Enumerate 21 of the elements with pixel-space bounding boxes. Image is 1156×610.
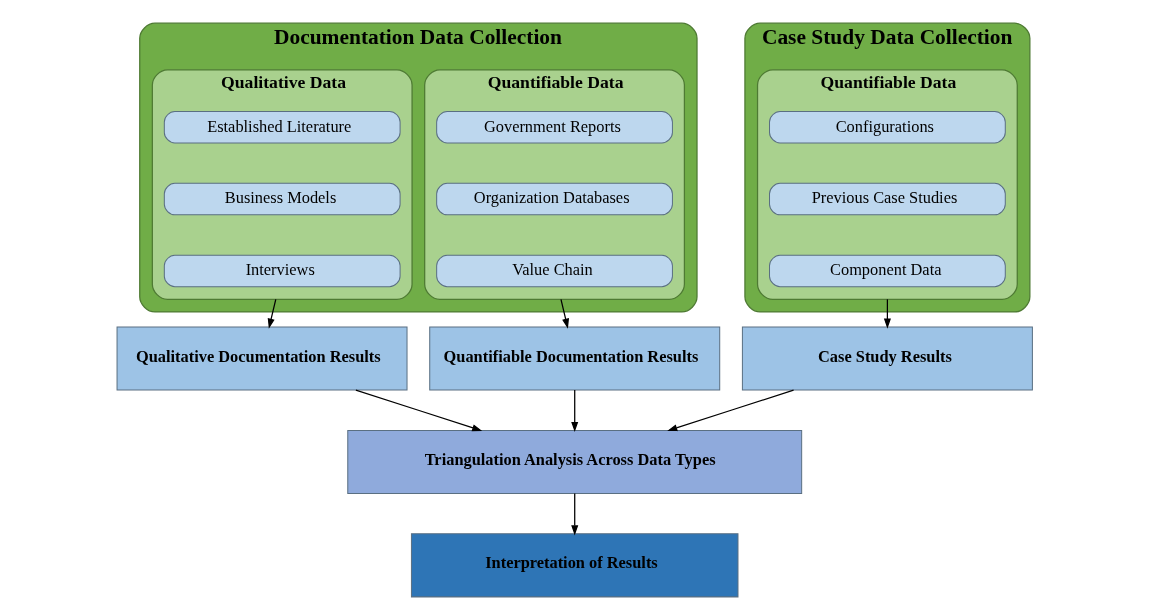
- arrow: [267, 298, 276, 329]
- arrow: [354, 389, 482, 432]
- node-box: Interpretation of Results: [410, 533, 738, 598]
- node-box: Component Data: [768, 254, 1006, 288]
- node-box: Quantifiable Documentation Results: [428, 326, 720, 391]
- node-box: Case Study Results: [741, 326, 1033, 391]
- node-box: Government Reports: [435, 110, 673, 144]
- arrow: [559, 298, 569, 329]
- arrow: [570, 389, 578, 433]
- node-box: Organization Databases: [435, 182, 673, 216]
- node-box: Qualitative Documentation Results: [116, 326, 408, 391]
- node-box: Triangulation Analysis Across Data Types: [346, 429, 802, 494]
- node-box: Value Chain: [435, 254, 673, 288]
- arrow: [883, 298, 891, 329]
- arrow: [570, 492, 578, 536]
- node-box: Configurations: [768, 110, 1006, 144]
- node-box: Interviews: [163, 254, 401, 288]
- node-box: Established Literature: [163, 110, 401, 144]
- node-box: Previous Case Studies: [768, 182, 1006, 216]
- arrow: [666, 389, 794, 432]
- node-box: Business Models: [163, 182, 401, 216]
